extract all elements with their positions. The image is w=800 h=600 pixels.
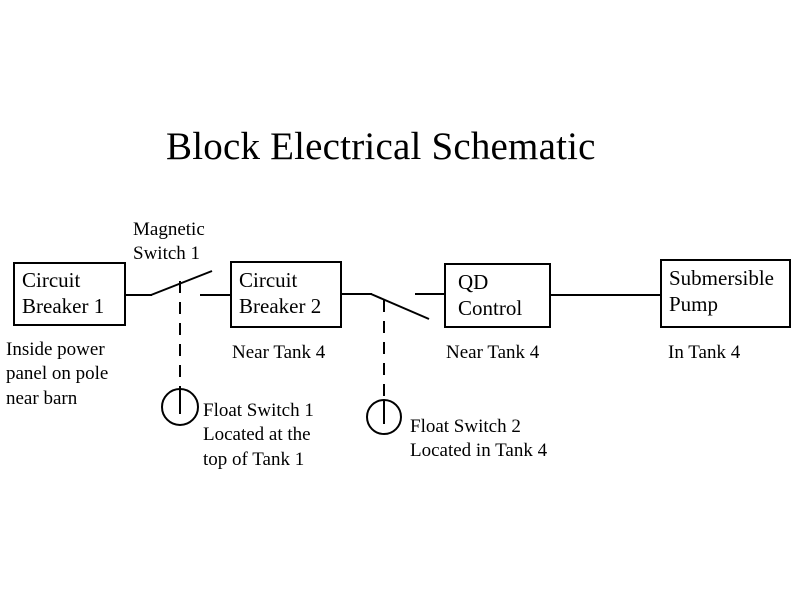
block-submersible-pump [660, 259, 791, 328]
block-label-circuit-breaker-1: Circuit Breaker 1 [22, 268, 105, 318]
label-float-switch-2: Float Switch 2 Located in Tank 4 [410, 416, 548, 462]
caption-qd-control-location: Near Tank 4 [446, 342, 540, 363]
label-float-switch-1: Float Switch 1 Located at the top of Tan… [203, 400, 314, 470]
page-title: Block Electrical Schematic [166, 125, 596, 168]
block-label-circuit-breaker-2: Circuit Breaker 2 [239, 268, 322, 318]
label-magnetic-switch-1: Magnetic Switch 1 [133, 219, 205, 265]
caption-submersible-pump-location: In Tank 4 [668, 342, 741, 363]
caption-circuit-breaker-1-location: Inside power panel on pole near barn [6, 339, 109, 409]
block-label-submersible-pump: Submersible Pump [669, 266, 774, 316]
caption-circuit-breaker-2-location: Near Tank 4 [232, 342, 326, 363]
magnetic-switch-1-blade [150, 270, 213, 296]
control-switch-2-blade [370, 293, 430, 320]
block-label-qd-control: QD Control [458, 270, 523, 320]
